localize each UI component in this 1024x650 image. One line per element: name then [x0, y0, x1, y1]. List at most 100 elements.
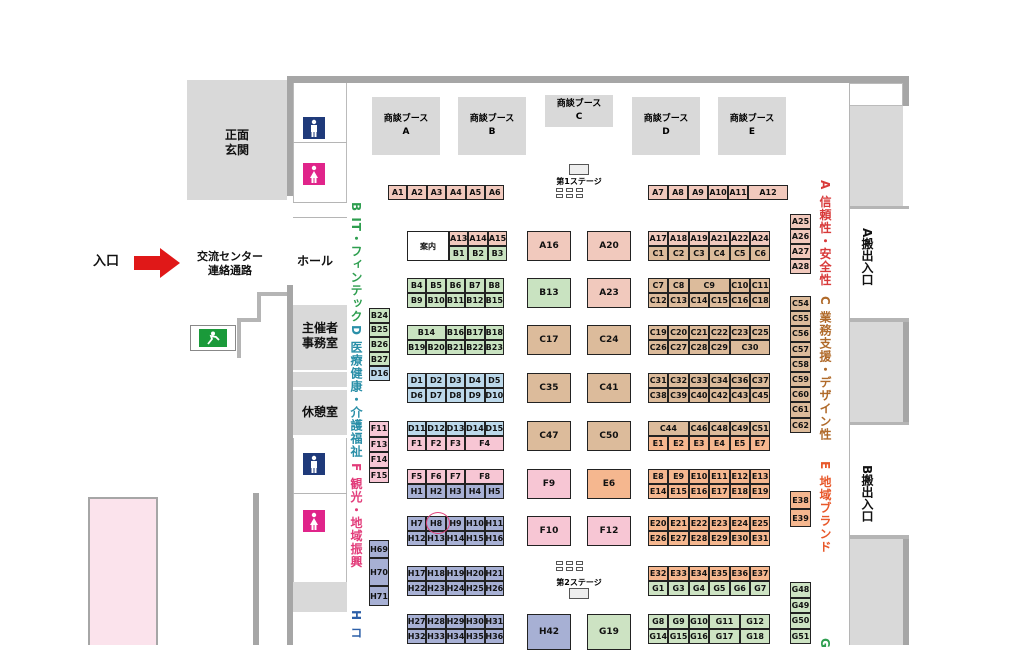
booth-c3[interactable]: C3	[688, 246, 710, 261]
booth-c4[interactable]: C4	[709, 246, 730, 261]
meeting-booth-b[interactable]: 商談ブース B	[458, 97, 526, 155]
booth-h7[interactable]: H7	[407, 516, 427, 531]
booth-c5[interactable]: C5	[729, 246, 750, 261]
booth-b17[interactable]: B17	[465, 325, 485, 340]
booth-h25[interactable]: H25	[465, 581, 485, 596]
booth-c36[interactable]: C36	[729, 373, 750, 388]
booth-b21[interactable]: B21	[445, 340, 466, 355]
booth-c60[interactable]: C60	[790, 387, 811, 403]
booth-c57[interactable]: C57	[790, 341, 811, 357]
booth-f2[interactable]: F2	[426, 436, 446, 451]
booth-a13[interactable]: A13	[449, 231, 469, 246]
booth-c46[interactable]: C46	[688, 421, 710, 436]
booth-e33[interactable]: E33	[668, 566, 689, 581]
booth-g51[interactable]: G51	[790, 628, 811, 644]
booth-h20[interactable]: H20	[465, 566, 485, 581]
booth-e24[interactable]: E24	[729, 516, 750, 531]
info-booth[interactable]: 案内	[407, 231, 449, 261]
booth-h33[interactable]: H33	[426, 629, 446, 644]
booth-c25[interactable]: C25	[750, 325, 771, 340]
booth-c6[interactable]: C6	[750, 246, 771, 261]
booth-h23[interactable]: H23	[426, 581, 446, 596]
booth-b14[interactable]: B14	[407, 325, 446, 340]
booth-d15[interactable]: D15	[484, 421, 504, 436]
booth-c62[interactable]: C62	[790, 417, 811, 433]
booth-c47[interactable]: C47	[527, 421, 571, 451]
booth-d2[interactable]: D2	[426, 373, 446, 388]
booth-a3[interactable]: A3	[426, 185, 447, 200]
booth-g7[interactable]: G7	[750, 581, 771, 596]
booth-d11[interactable]: D11	[407, 421, 427, 436]
booth-c1[interactable]: C1	[648, 246, 669, 261]
meeting-booth-a[interactable]: 商談ブース A	[372, 97, 440, 155]
booth-e17[interactable]: E17	[709, 484, 730, 499]
booth-e34[interactable]: E34	[688, 566, 710, 581]
booth-c56[interactable]: C56	[790, 326, 811, 342]
booth-e2[interactable]: E2	[668, 436, 689, 451]
booth-e16[interactable]: E16	[688, 484, 710, 499]
booth-c38[interactable]: C38	[648, 388, 669, 403]
booth-e27[interactable]: E27	[668, 531, 689, 546]
booth-b8[interactable]: B8	[484, 278, 504, 293]
booth-a27[interactable]: A27	[790, 244, 811, 259]
booth-b16[interactable]: B16	[445, 325, 466, 340]
booth-h18[interactable]: H18	[426, 566, 446, 581]
booth-h19[interactable]: H19	[445, 566, 466, 581]
booth-b11[interactable]: B11	[445, 293, 466, 308]
booth-d9[interactable]: D9	[465, 388, 485, 403]
booth-c24[interactable]: C24	[587, 325, 631, 355]
booth-h2[interactable]: H2	[426, 484, 446, 499]
booth-e26[interactable]: E26	[648, 531, 669, 546]
booth-e23[interactable]: E23	[709, 516, 730, 531]
booth-a9[interactable]: A9	[688, 185, 708, 200]
booth-c37[interactable]: C37	[750, 373, 771, 388]
booth-a6[interactable]: A6	[485, 185, 505, 200]
booth-c31[interactable]: C31	[648, 373, 669, 388]
booth-c45[interactable]: C45	[750, 388, 771, 403]
booth-c58[interactable]: C58	[790, 356, 811, 372]
booth-f1[interactable]: F1	[407, 436, 427, 451]
booth-f3[interactable]: F3	[445, 436, 466, 451]
booth-f12[interactable]: F12	[587, 516, 631, 546]
booth-h35[interactable]: H35	[465, 629, 485, 644]
booth-c13[interactable]: C13	[668, 293, 689, 308]
booth-g8[interactable]: G8	[648, 614, 669, 629]
booth-d4[interactable]: D4	[465, 373, 485, 388]
booth-e18[interactable]: E18	[729, 484, 750, 499]
booth-a4[interactable]: A4	[446, 185, 466, 200]
booth-a14[interactable]: A14	[468, 231, 488, 246]
booth-c43[interactable]: C43	[729, 388, 750, 403]
booth-h15[interactable]: H15	[465, 531, 485, 546]
booth-c14[interactable]: C14	[688, 293, 710, 308]
booth-h32[interactable]: H32	[407, 629, 427, 644]
booth-c28[interactable]: C28	[688, 340, 710, 355]
booth-g1[interactable]: G1	[648, 581, 669, 596]
booth-g17[interactable]: G17	[709, 629, 740, 644]
booth-e29[interactable]: E29	[709, 531, 730, 546]
booth-g10[interactable]: G10	[688, 614, 710, 629]
booth-a18[interactable]: A18	[668, 231, 689, 246]
booth-d13[interactable]: D13	[445, 421, 466, 436]
booth-h17[interactable]: H17	[407, 566, 427, 581]
booth-e1[interactable]: E1	[648, 436, 669, 451]
booth-a20[interactable]: A20	[587, 231, 631, 261]
booth-g5[interactable]: G5	[709, 581, 730, 596]
booth-c27[interactable]: C27	[668, 340, 689, 355]
booth-d12[interactable]: D12	[426, 421, 446, 436]
booth-b1[interactable]: B1	[449, 246, 469, 261]
booth-c22[interactable]: C22	[709, 325, 730, 340]
booth-c9[interactable]: C9	[688, 278, 730, 293]
booth-a24[interactable]: A24	[750, 231, 771, 246]
booth-a12[interactable]: A12	[748, 185, 788, 200]
booth-b2[interactable]: B2	[468, 246, 488, 261]
booth-f6[interactable]: F6	[426, 469, 446, 484]
booth-b25[interactable]: B25	[369, 322, 390, 338]
booth-e21[interactable]: E21	[668, 516, 689, 531]
booth-a23[interactable]: A23	[587, 278, 631, 308]
booth-b20[interactable]: B20	[426, 340, 446, 355]
booth-c21[interactable]: C21	[688, 325, 710, 340]
booth-h70[interactable]: H70	[369, 558, 389, 586]
booth-d7[interactable]: D7	[426, 388, 446, 403]
booth-c30[interactable]: C30	[729, 340, 771, 355]
booth-e38[interactable]: E38	[790, 491, 811, 509]
